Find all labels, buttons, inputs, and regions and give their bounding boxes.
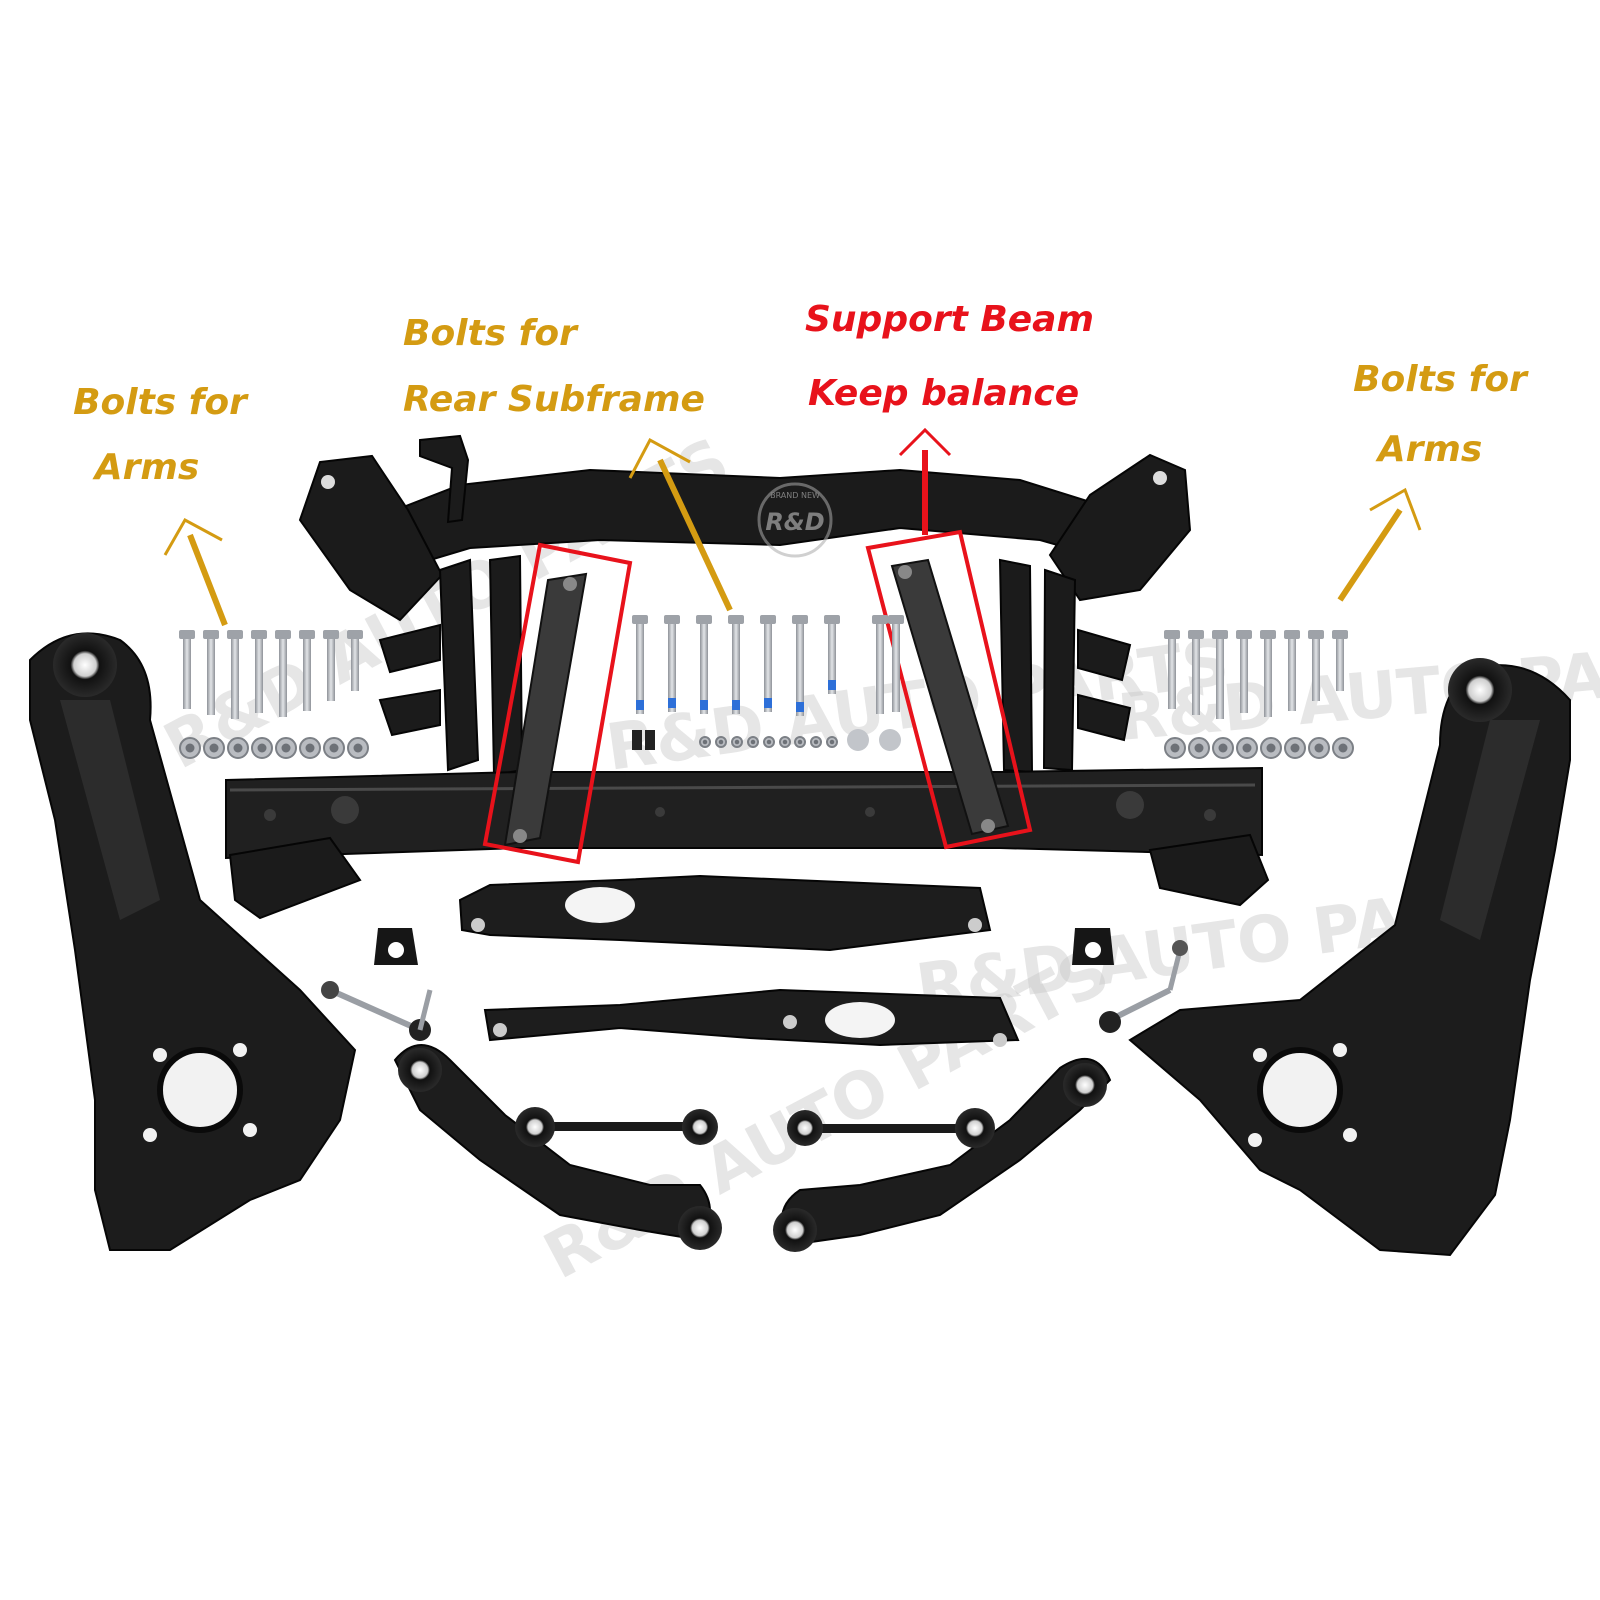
nut <box>347 737 369 759</box>
bolt-set-center <box>632 615 904 751</box>
lateral-arm-lower <box>483 988 1020 1047</box>
nut <box>227 737 249 759</box>
nut <box>179 737 201 759</box>
callout-right-arms-line1: Bolts for <box>1353 359 1527 400</box>
bolt <box>1308 630 1324 701</box>
callout-left-arms-line2: Arms <box>94 447 200 488</box>
callout-beam-line1: Support Beam <box>805 299 1094 340</box>
bolt <box>347 630 363 691</box>
logo-stamp: R&D BRAND NEW <box>757 482 833 558</box>
sway-bar-bushing-right <box>1072 928 1114 965</box>
support-beam-right <box>890 558 1010 836</box>
bolt <box>1236 630 1252 713</box>
bolt-set-right <box>1164 630 1354 759</box>
nut <box>299 737 321 759</box>
bolt <box>275 630 291 717</box>
nut <box>203 737 225 759</box>
bolt <box>1260 630 1276 717</box>
control-arm-knuckle-right <box>1128 658 1571 1257</box>
bolt <box>323 630 339 701</box>
callout-subframe-line2: Rear Subframe <box>403 379 705 420</box>
nut <box>323 737 345 759</box>
nut <box>826 736 838 748</box>
end-link-left <box>321 981 433 1041</box>
logo-text: R&D <box>765 508 824 536</box>
nut <box>1188 737 1210 759</box>
nut <box>1308 737 1330 759</box>
washer <box>847 729 869 751</box>
bolt <box>632 615 648 714</box>
toe-link-right <box>787 1108 995 1148</box>
bolt <box>1164 630 1180 709</box>
bolt <box>664 615 680 712</box>
nut <box>1236 737 1258 759</box>
highlight-box <box>865 529 1033 850</box>
nut <box>779 736 791 748</box>
arrow-up-icon <box>628 437 733 612</box>
bolt <box>1332 630 1348 691</box>
bolt <box>227 630 243 719</box>
lateral-arm-upper <box>458 874 992 952</box>
washer <box>879 729 901 751</box>
toe-link-left <box>515 1107 718 1147</box>
nut <box>810 736 822 748</box>
bolt <box>1212 630 1228 719</box>
clip <box>632 730 642 750</box>
bolt-set-left <box>179 630 369 759</box>
logo-caption: BRAND NEW <box>770 491 820 500</box>
arrow-up-icon <box>1337 487 1422 602</box>
callout-beam-line2: Keep balance <box>808 373 1080 414</box>
nut <box>275 737 297 759</box>
bolt <box>299 630 315 711</box>
nut <box>794 736 806 748</box>
nut <box>715 736 727 748</box>
nut <box>1212 737 1234 759</box>
bolt <box>792 615 808 716</box>
curved-arm-right <box>773 1058 1112 1252</box>
highlight-box <box>482 542 633 865</box>
rear-subframe <box>225 434 1270 920</box>
bolt <box>251 630 267 713</box>
callout-subframe-line1: Bolts for <box>403 313 577 354</box>
support-beam-left <box>503 572 588 847</box>
bolt <box>1284 630 1300 711</box>
bolt <box>1188 630 1204 715</box>
nut <box>1332 737 1354 759</box>
arrow-up-icon <box>898 427 952 535</box>
sway-bar-bushing-left <box>374 928 418 965</box>
nut <box>1164 737 1186 759</box>
nut <box>1260 737 1282 759</box>
callout-left-arms-line1: Bolts for <box>73 382 247 423</box>
bolt <box>696 615 712 714</box>
nut <box>747 736 759 748</box>
bolt <box>824 615 840 694</box>
nut <box>1284 737 1306 759</box>
bolt <box>203 630 219 715</box>
nut <box>763 736 775 748</box>
bolt <box>888 615 904 712</box>
nut <box>251 737 273 759</box>
arrow-up-icon <box>163 517 228 627</box>
end-link-right <box>1099 940 1188 1033</box>
clip <box>645 730 655 750</box>
bolt <box>728 615 744 714</box>
bolt <box>760 615 776 712</box>
bolt <box>179 630 195 709</box>
nut <box>731 736 743 748</box>
bolt <box>872 615 888 714</box>
control-arm-knuckle-left <box>29 632 357 1251</box>
callout-right-arms-line2: Arms <box>1377 429 1483 470</box>
nut <box>699 736 711 748</box>
curved-arm-left <box>393 1044 722 1250</box>
